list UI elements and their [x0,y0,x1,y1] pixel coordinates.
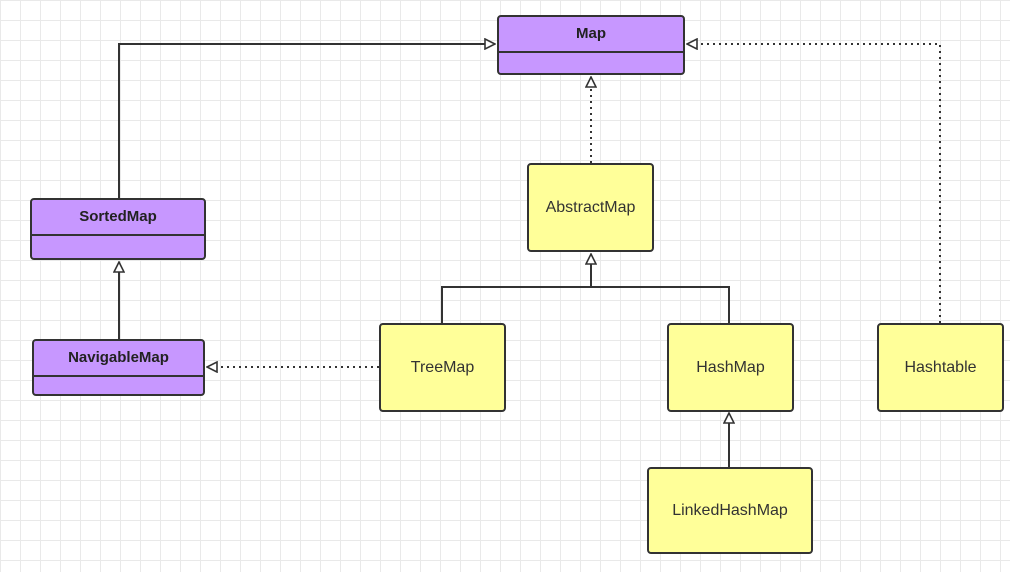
abstractmap-label: AbstractMap [545,198,636,216]
hashtable-class[interactable]: Hashtable [877,323,1004,412]
treemap-label: TreeMap [410,358,475,376]
navigablemap-label: NavigableMap [34,341,203,377]
hashmap-label: HashMap [696,358,765,376]
hashmap-class[interactable]: HashMap [667,323,794,412]
sortedmap-label: SortedMap [32,200,204,236]
map-interface[interactable]: Map [497,15,685,75]
sortedmap-interface[interactable]: SortedMap [30,198,206,260]
hashtable-label: Hashtable [904,358,977,376]
linkedhashmap-class[interactable]: LinkedHashMap [647,467,813,554]
linkedhashmap-label: LinkedHashMap [672,501,788,519]
sortedmap-to-map-edge [118,44,495,198]
navigablemap-interface[interactable]: NavigableMap [32,339,205,396]
hashtable-to-map-edge [687,44,941,323]
treemap-to-abstractmap-edge [441,286,730,323]
map-label: Map [499,17,683,53]
abstractmap-class[interactable]: AbstractMap [527,163,654,252]
treemap-class[interactable]: TreeMap [379,323,506,412]
